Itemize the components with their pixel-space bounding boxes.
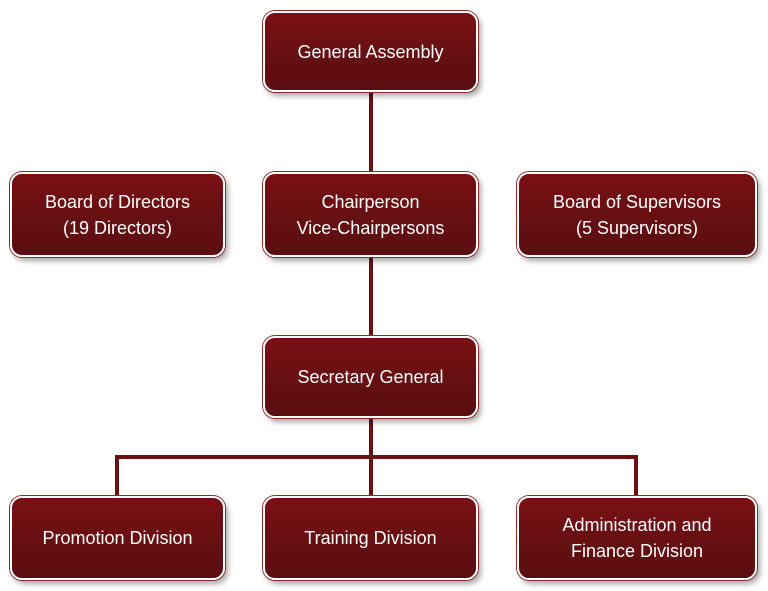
secretary-general-label: Secretary General <box>297 367 444 387</box>
promotion-division-box: Promotion Division <box>10 496 225 580</box>
board-of-supervisors-count: (5 Supervisors) <box>575 217 699 238</box>
general-assembly-box: General Assembly <box>263 11 478 92</box>
board-of-directors-count: (19 Directors) <box>62 217 173 238</box>
promotion-division-label: Promotion Division <box>42 528 193 548</box>
board-of-directors-label: Board of Directors <box>44 191 191 212</box>
administration-finance-label-line1: Administration and <box>562 515 712 535</box>
board-of-supervisors-label: Board of Supervisors <box>552 191 722 212</box>
board-of-directors-box: Board of Directors (19 Directors) <box>10 172 225 257</box>
training-division-box: Training Division <box>263 496 478 580</box>
general-assembly-label: General Assembly <box>297 41 444 62</box>
vice-chairpersons-label: Vice-Chairpersons <box>296 217 445 238</box>
chairperson-box: Chairperson Vice-Chairpersons <box>263 172 478 257</box>
administration-finance-box: Administration and Finance Division <box>517 496 757 580</box>
secretary-general-box: Secretary General <box>263 336 478 418</box>
chairperson-label: Chairperson <box>321 191 420 212</box>
administration-finance-label-line2: Finance Division <box>570 541 704 561</box>
board-of-supervisors-box: Board of Supervisors (5 Supervisors) <box>517 172 757 257</box>
training-division-label: Training Division <box>304 528 437 548</box>
